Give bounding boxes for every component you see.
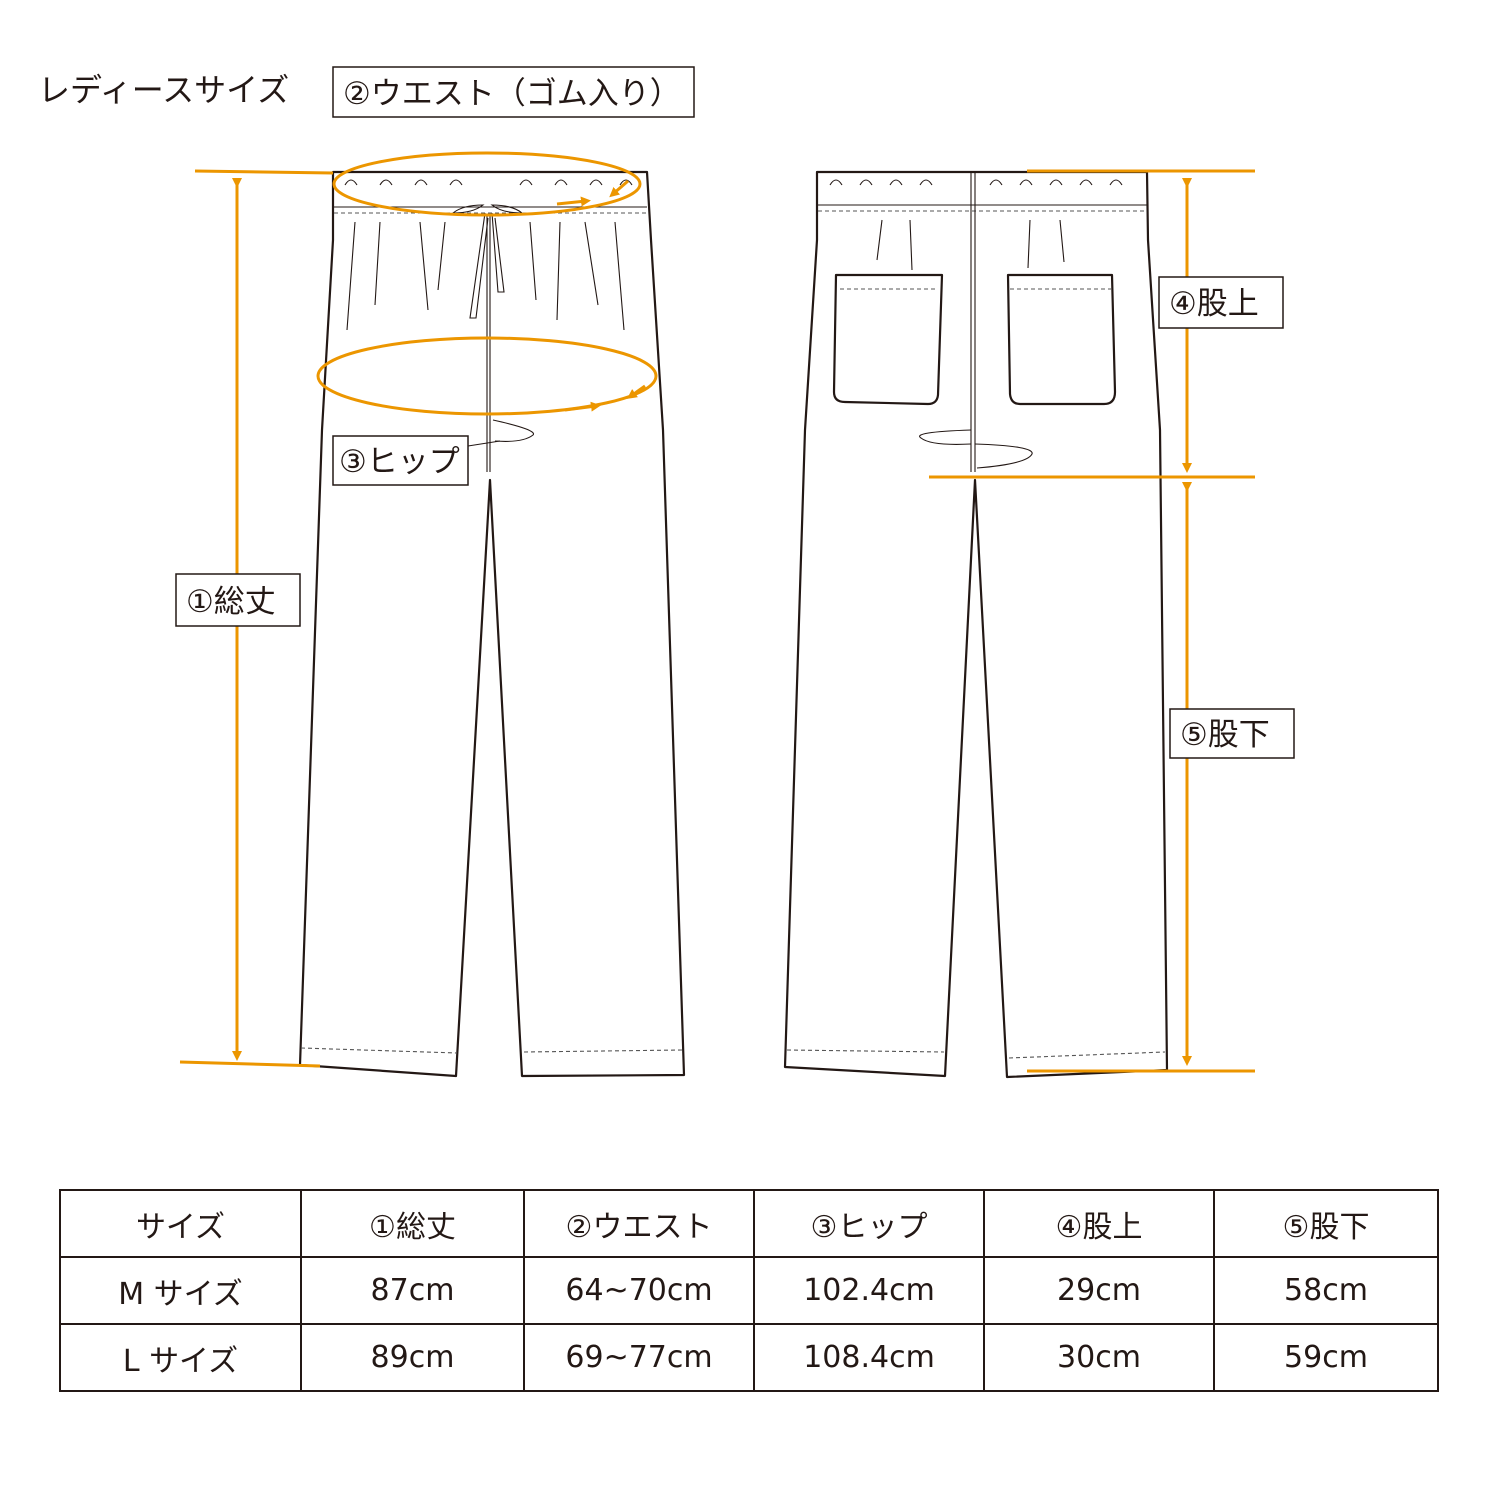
table-cell: 102.4cm [753,1256,985,1325]
table-header: ⑤股下 [1213,1189,1439,1258]
inseam-label-box: ⑤股下 [1169,708,1295,759]
table-cell: 87cm [300,1256,525,1325]
waist-label-box: ②ウエスト（ゴム入り） [332,66,695,118]
table-cell: 29cm [983,1256,1215,1325]
hip-ellipse [316,336,658,416]
guide-top-front [194,169,334,175]
table-row: M サイズ 87cm 64~70cm 102.4cm 29cm 58cm [59,1256,1439,1325]
size-table: サイズ ①総丈 ②ウエスト ③ヒップ ④股上 ⑤股下 M サイズ 87cm 64… [59,1189,1439,1392]
waist-label: ②ウエスト（ゴム入り） [343,76,681,112]
table-cell: L サイズ [59,1323,302,1392]
measurement-guides [179,151,1255,1073]
table-cell: 59cm [1213,1323,1439,1392]
guide-bottom-front [179,1060,321,1068]
table-header: ①総丈 [300,1189,525,1258]
hip-label: ③ヒップ [339,444,460,480]
inseam-label: ⑤股下 [1180,717,1270,753]
size-diagram: レディースサイズ [38,66,1295,1079]
table-row: L サイズ 89cm 69~77cm 108.4cm 30cm 59cm [59,1323,1439,1392]
table-cell: 58cm [1213,1256,1439,1325]
table-cell: 89cm [300,1323,525,1392]
rise-label: ④股上 [1169,286,1259,322]
length-label-box: ①総丈 [175,573,301,627]
table-cell: 108.4cm [753,1323,985,1392]
table-cell: 30cm [983,1323,1215,1392]
table-cell: 64~70cm [523,1256,755,1325]
table-header: ④股上 [983,1189,1215,1258]
table-header-row: サイズ ①総丈 ②ウエスト ③ヒップ ④股上 ⑤股下 [59,1189,1439,1258]
hip-label-box: ③ヒップ [332,435,469,486]
waist-ellipse [332,151,642,217]
pants-front [298,170,686,1078]
rise-label-box: ④股上 [1158,276,1284,329]
table-header: ②ウエスト [523,1189,755,1258]
table-cell: M サイズ [59,1256,302,1325]
diagram-title: レディースサイズ [38,71,289,109]
pants-back [783,170,1169,1079]
table-header: サイズ [59,1189,302,1258]
length-label: ①総丈 [186,584,276,620]
table-cell: 69~77cm [523,1323,755,1392]
table-header: ③ヒップ [753,1189,985,1258]
